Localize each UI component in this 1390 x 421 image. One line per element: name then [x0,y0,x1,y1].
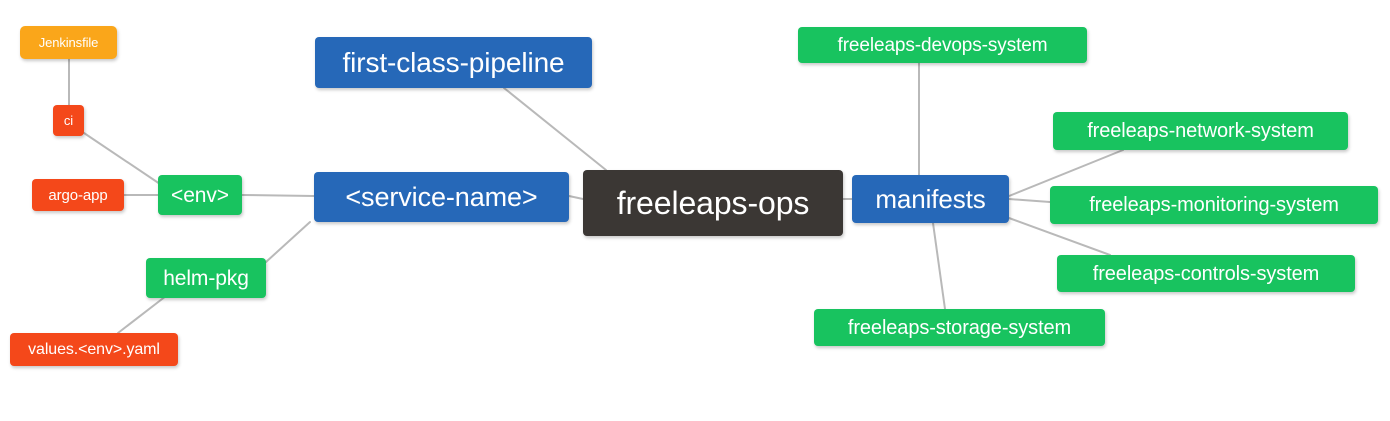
node-label: freeleaps-devops-system [837,34,1048,56]
edge-pipeline-to-freeleaps-ops [503,87,607,171]
node-pipeline[interactable]: first-class-pipeline [315,37,592,88]
node-ci[interactable]: ci [53,105,84,136]
node-argo-app[interactable]: argo-app [32,179,124,211]
node-jenkinsfile[interactable]: Jenkinsfile [20,26,117,59]
node-label: freeleaps-network-system [1087,120,1314,142]
node-env[interactable]: <env> [158,175,242,215]
node-label: freeleaps-controls-system [1092,262,1320,285]
node-label: first-class-pipeline [342,46,565,78]
node-label: ci [63,113,74,128]
node-label: <env> [171,183,229,207]
node-network[interactable]: freeleaps-network-system [1053,112,1348,150]
node-manifests[interactable]: manifests [852,175,1009,223]
edge-env-to-service-name [241,194,315,197]
node-service-name[interactable]: <service-name> [314,172,569,222]
node-label: freeleaps-ops [616,185,810,221]
node-label: Jenkinsfile [38,35,99,50]
node-devops[interactable]: freeleaps-devops-system [798,27,1087,63]
edge-service-name-to-helm-pkg [265,221,311,263]
node-label: argo-app [48,186,108,204]
node-label: freeleaps-monitoring-system [1089,194,1339,216]
node-label: <service-name> [345,181,538,212]
node-controls[interactable]: freeleaps-controls-system [1057,255,1355,292]
edge-helm-pkg-to-values-yaml [117,295,167,334]
node-label: helm-pkg [163,266,249,290]
edge-manifests-to-storage [932,222,946,310]
node-storage[interactable]: freeleaps-storage-system [814,309,1105,346]
node-label: manifests [875,184,986,214]
edge-service-name-to-freeleaps-ops [568,195,584,200]
node-helm-pkg[interactable]: helm-pkg [146,258,266,298]
edge-ci-to-env [83,132,161,185]
edge-manifests-to-network [1008,149,1124,197]
edge-manifests-to-monitoring [1008,198,1051,203]
node-monitoring[interactable]: freeleaps-monitoring-system [1050,186,1378,224]
node-label: values.<env>.yaml [28,340,160,358]
node-freeleaps-ops[interactable]: freeleaps-ops [583,170,843,236]
node-label: freeleaps-storage-system [847,316,1072,339]
edge-manifests-to-controls [1008,217,1111,256]
node-values-yaml[interactable]: values.<env>.yaml [10,333,178,366]
